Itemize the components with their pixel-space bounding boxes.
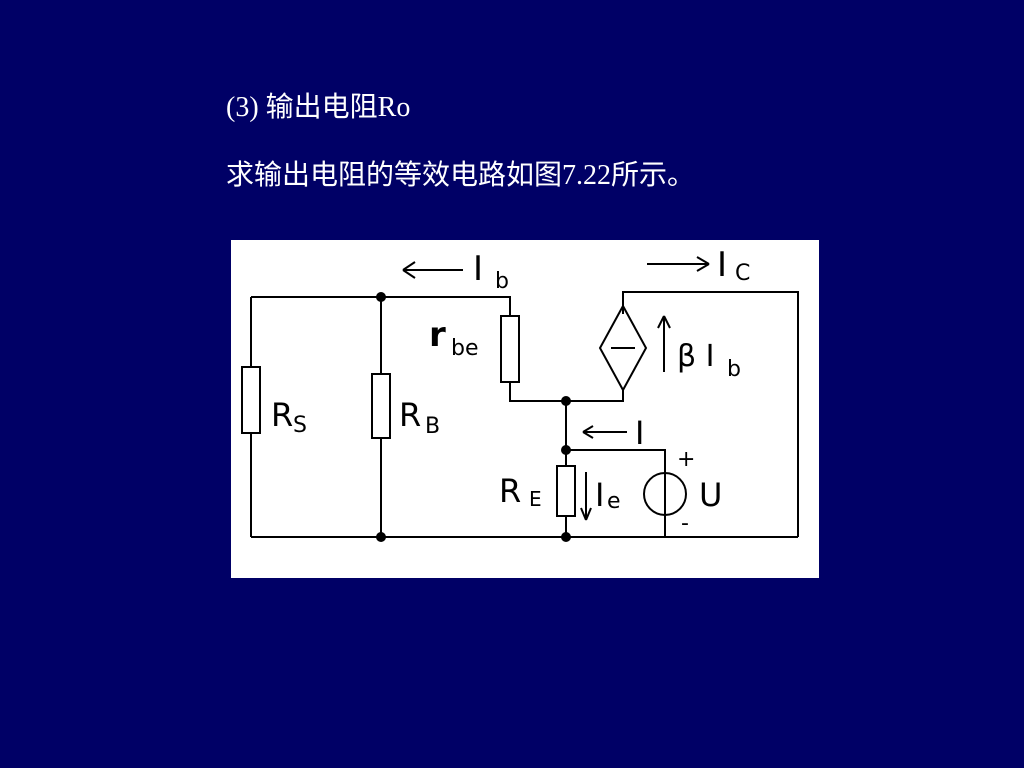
label-beta-ib-sub: b: [727, 357, 741, 382]
wire-top-left: [251, 296, 511, 316]
label-minus: -: [681, 511, 689, 536]
arrow-ib: [402, 261, 463, 279]
label-re-sub: E: [529, 487, 542, 511]
wire-rbe-bottom: [509, 382, 566, 402]
label-rb: R: [399, 396, 421, 434]
label-rs: R: [271, 396, 293, 434]
label-ib: I: [473, 249, 483, 289]
resistor-rs: [241, 366, 261, 434]
label-ie: I: [595, 476, 604, 514]
label-i: I: [635, 414, 644, 452]
wire-right-loop: [622, 291, 799, 537]
wire-u-loop: [566, 449, 666, 537]
label-ie-sub: e: [607, 489, 621, 514]
label-rb-sub: B: [425, 414, 440, 439]
junction-dot: [376, 292, 386, 302]
label-rbe-sub: be: [451, 336, 479, 361]
circuit-diagram: I b I C r be β I b R S R B I R E I e U +…: [241, 245, 799, 542]
arrow-ic: [647, 256, 710, 272]
label-rbe: r: [429, 315, 446, 355]
arrow-ie: [580, 472, 592, 521]
label-beta-ib: β I: [677, 339, 715, 374]
label-u: U: [699, 476, 722, 514]
arrow-i: [582, 425, 627, 439]
label-plus: +: [677, 447, 695, 472]
slide-caption: 求输出电阻的等效电路如图7.22所示。: [226, 160, 696, 191]
circuit-figure: I b I C r be β I b R S R B I R E I e U +…: [231, 240, 819, 578]
label-rs-sub: S: [293, 413, 307, 438]
junction-dot: [561, 532, 571, 542]
junction-dot: [561, 445, 571, 455]
resistor-rbe: [500, 315, 520, 383]
resistor-re: [556, 465, 576, 517]
label-re: R: [499, 472, 521, 510]
junction-dot: [561, 396, 571, 406]
junction-dot: [376, 532, 386, 542]
label-ib-sub: b: [495, 269, 509, 294]
label-ic: I: [717, 245, 727, 285]
wire-source-bottom: [566, 390, 624, 402]
arrow-beta: [657, 315, 671, 372]
slide-heading: (3) 输出电阻Ro: [226, 92, 411, 123]
resistor-rb: [371, 373, 391, 439]
label-ic-sub: C: [735, 261, 750, 286]
dependent-source: [598, 303, 648, 393]
